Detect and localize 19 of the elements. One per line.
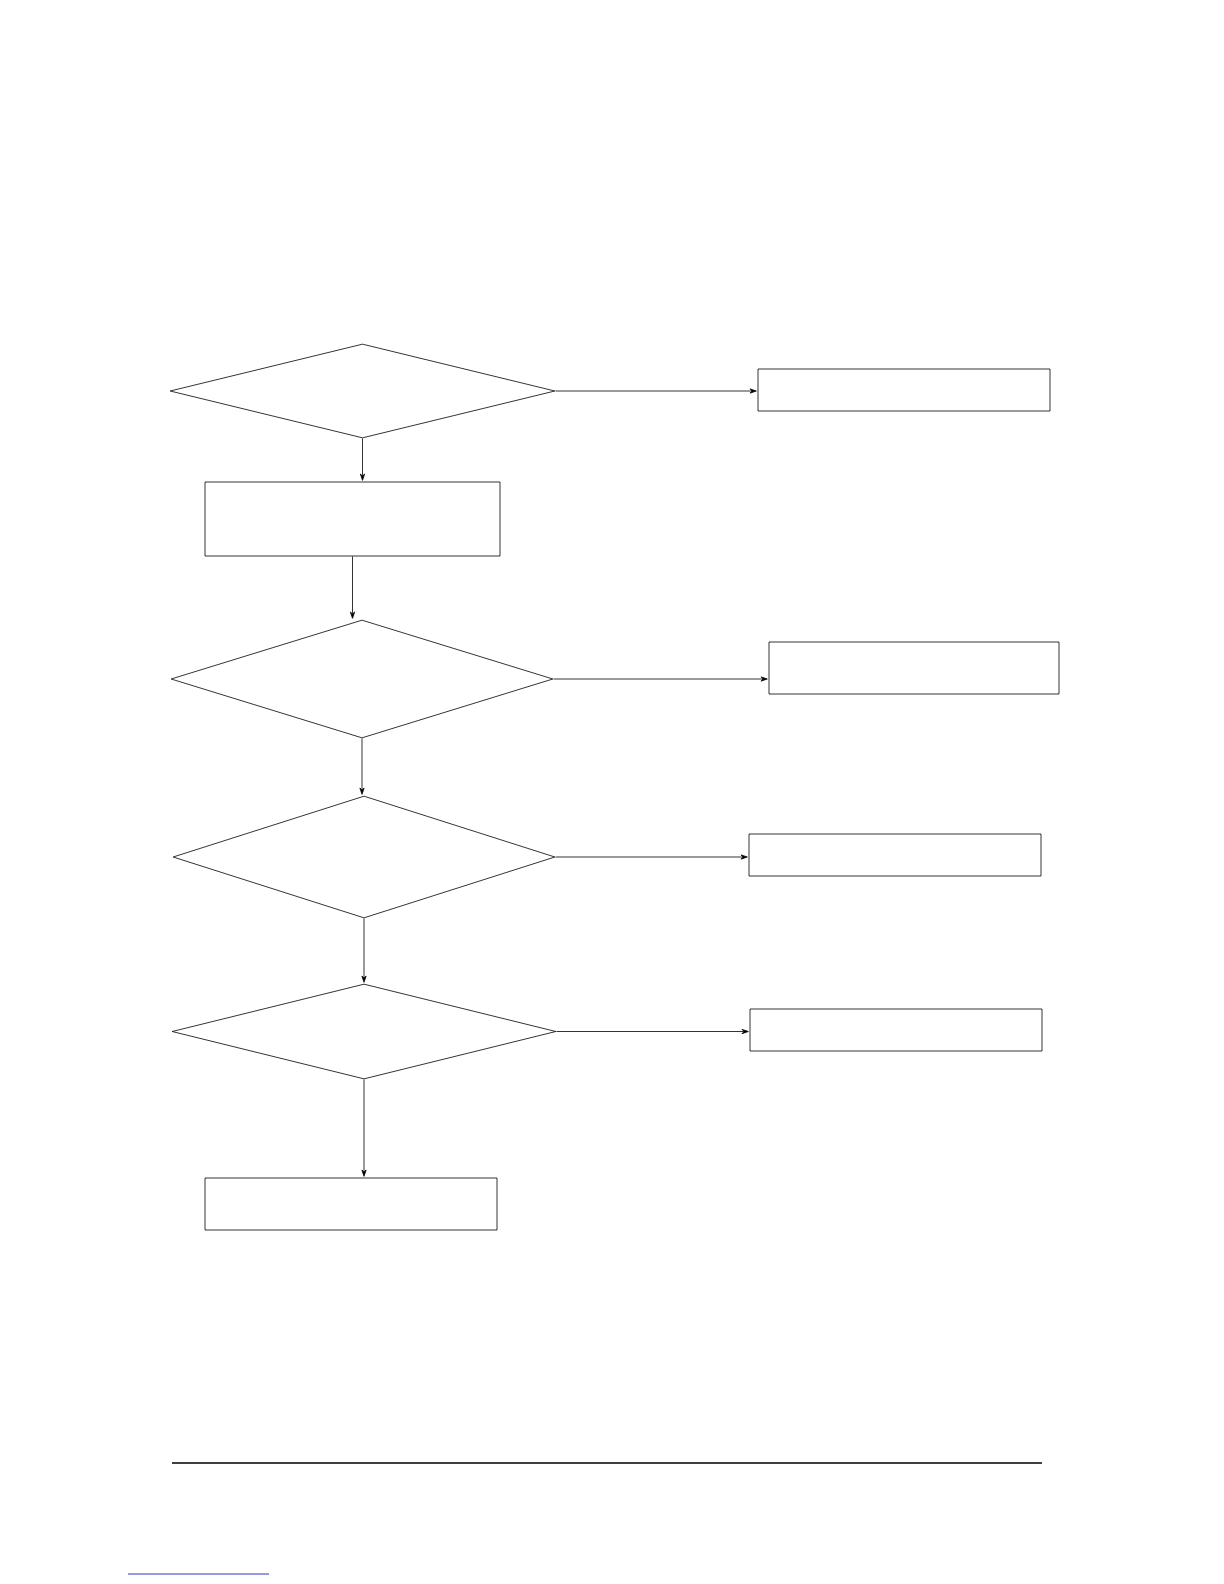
decision-diamond	[169, 343, 556, 439]
arrow	[359, 738, 365, 795]
decision-diamond	[170, 619, 554, 739]
decision-diamond	[172, 795, 556, 919]
arrow	[555, 854, 748, 860]
arrow	[553, 676, 768, 682]
arrow	[350, 556, 356, 619]
arrow	[361, 918, 367, 983]
process-box	[204, 1177, 498, 1231]
arrow	[556, 1029, 749, 1035]
arrow	[361, 1079, 367, 1177]
process-box	[204, 481, 501, 557]
process-box	[768, 641, 1060, 695]
decision-diamond	[171, 983, 557, 1080]
process-box	[749, 1008, 1043, 1052]
process-box	[748, 833, 1042, 877]
arrow	[360, 438, 366, 481]
arrow	[555, 388, 757, 394]
process-box	[757, 368, 1051, 412]
